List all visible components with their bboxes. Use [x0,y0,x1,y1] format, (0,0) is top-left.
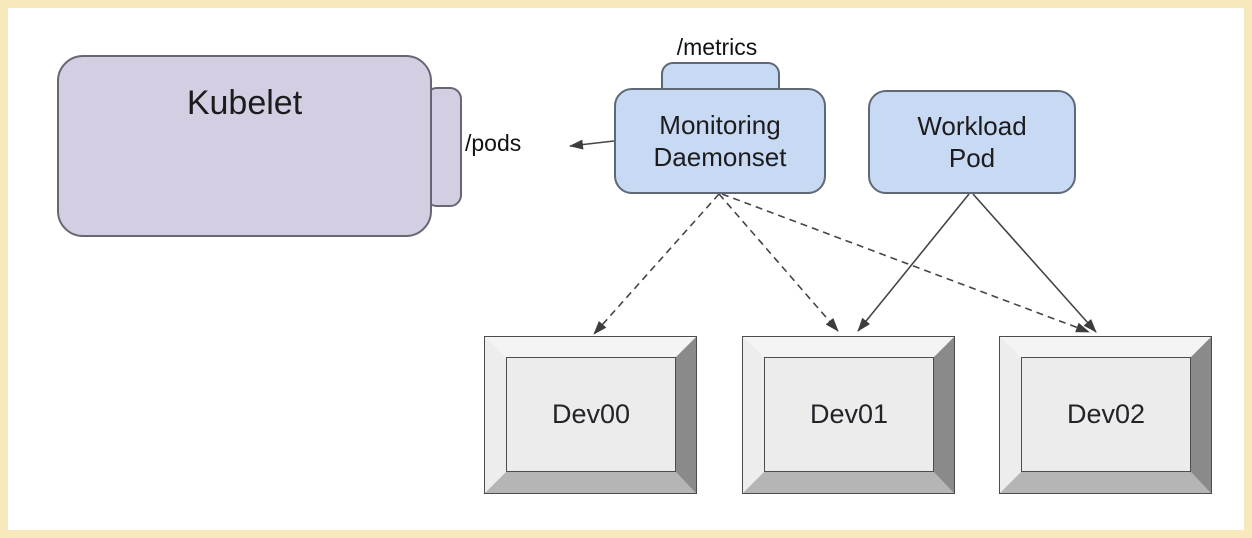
node-workload-pod: Workload Pod [868,90,1076,194]
edge-workload-dev02 [972,193,1097,333]
edge-monitoring-dev02 [721,193,1090,333]
dev02-label: Dev02 [1066,399,1146,429]
pods-endpoint-label: /pods [465,130,522,156]
workload-label-line2: Pod [948,143,996,173]
workload-pod-label: Workload Pod [917,110,1026,174]
dev01-label: Dev01 [809,399,889,429]
monitoring-label-line1: Monitoring [659,110,781,140]
node-dev00: Dev00 [484,336,697,494]
node-kubelet: Kubelet [57,55,432,237]
node-monitoring-daemonset: Monitoring Daemonset [614,88,826,194]
monitoring-label-line2: Daemonset [653,142,787,172]
node-dev02: Dev02 [999,336,1212,494]
edge-monitoring-dev00 [593,193,720,335]
monitoring-daemonset-label: Monitoring Daemonset [654,109,787,173]
node-dev01: Dev01 [742,336,955,494]
kubelet-label: Kubelet [186,84,303,122]
edge-workload-dev01 [857,193,970,332]
edge-monitoring-to-pods [569,139,615,150]
dev00-label: Dev00 [551,399,631,429]
metrics-endpoint-label: /metrics [676,34,758,60]
workload-label-line1: Workload [917,111,1027,141]
edge-monitoring-dev01 [718,193,839,332]
